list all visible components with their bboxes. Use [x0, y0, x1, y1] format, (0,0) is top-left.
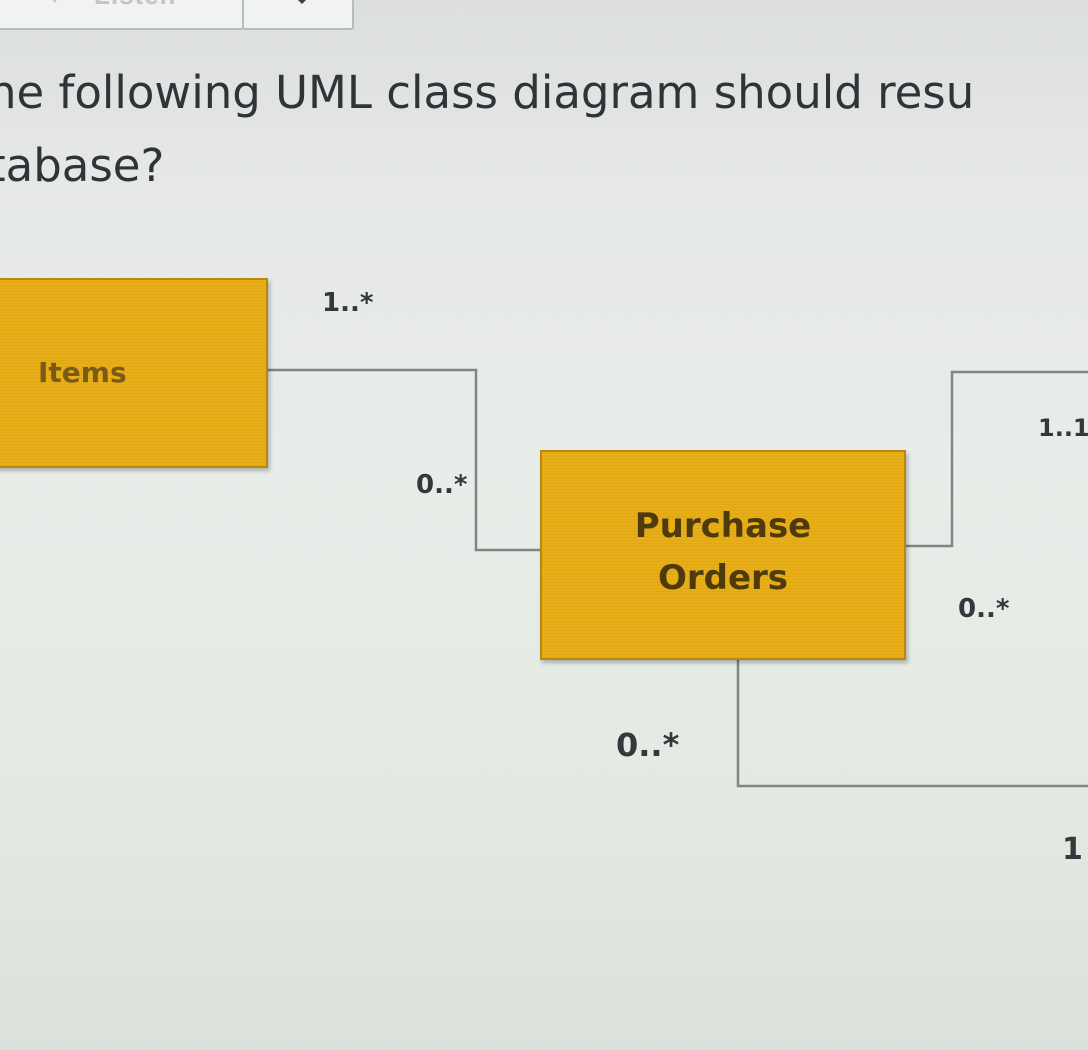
class-items-name: Items — [38, 356, 127, 389]
multiplicity-po-end-left: 0..* — [416, 470, 468, 500]
class-purchase-orders-name: Purchase Orders — [542, 500, 904, 604]
po-bottom-association-line — [736, 660, 1088, 788]
multiplicity-right-far-end: 1..1 — [1038, 414, 1088, 442]
class-purchase-orders-name-line-2: Orders — [657, 558, 789, 598]
play-button[interactable] — [242, 0, 354, 30]
listen-label: Listen — [94, 0, 177, 11]
play-icon — [298, 0, 306, 4]
listen-button[interactable]: Listen — [0, 0, 244, 30]
question-text: he following UML class diagram should re… — [0, 56, 1088, 202]
question-line-1: he following UML class diagram should re… — [0, 66, 975, 119]
multiplicity-po-end-right: 0..* — [958, 594, 1010, 624]
class-items[interactable]: Items — [0, 278, 268, 468]
speaker-icon — [52, 0, 57, 3]
toolbar: Listen — [0, 0, 360, 34]
multiplicity-po-end-bottom: 0..* — [616, 726, 680, 764]
po-right-association-line — [906, 370, 1088, 548]
class-purchase-orders[interactable]: Purchase Orders — [540, 450, 906, 660]
multiplicity-items-end: 1..* — [322, 288, 374, 318]
question-line-2: tabase? — [0, 139, 165, 192]
class-purchase-orders-name-line-1: Purchase — [634, 506, 812, 546]
multiplicity-bottom-far-end: 1 — [1062, 832, 1083, 867]
items-po-association-line — [268, 368, 542, 552]
